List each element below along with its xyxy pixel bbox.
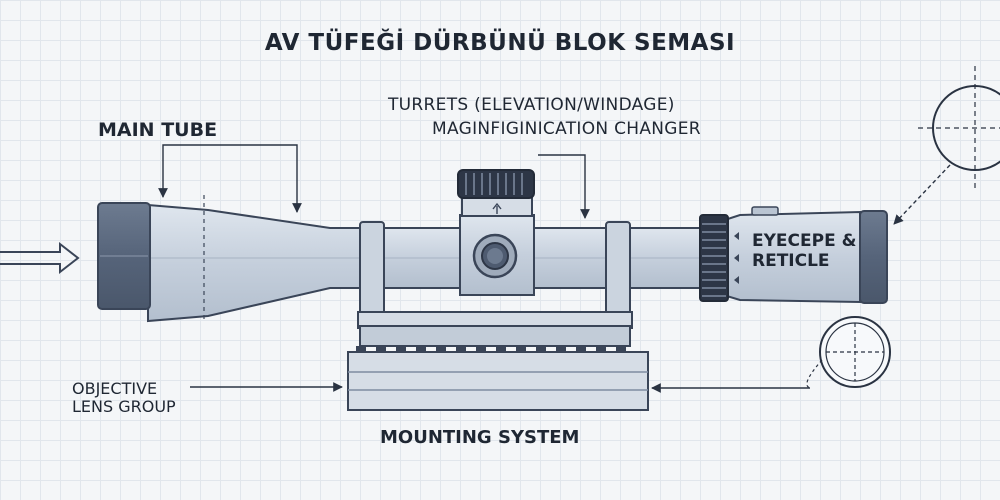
eyepiece-cap bbox=[859, 210, 888, 304]
reticle-detail-small bbox=[819, 316, 891, 388]
reticle-small-leader bbox=[806, 359, 823, 389]
objective-lens-group-label: OBJECTIVE LENS GROUP bbox=[72, 379, 176, 417]
eyepiece-reticle-label: EYECEPE & RETICLE bbox=[752, 231, 857, 271]
elevation-turret-knob bbox=[457, 169, 535, 199]
reticle-large-leader bbox=[893, 164, 951, 225]
main-tube-label: MAIN TUBE bbox=[98, 119, 218, 141]
magnification-ring bbox=[699, 214, 729, 302]
eyepiece-top-tab bbox=[751, 206, 779, 216]
eyepiece-adjust-arrows bbox=[734, 232, 739, 284]
reticle-detail-large bbox=[918, 66, 1000, 190]
diagram-title: AV TÜFEĞİ DÜRBÜNÜ BLOK SEMASI bbox=[264, 30, 736, 56]
magnification-leader bbox=[538, 154, 590, 219]
input-arrow bbox=[0, 241, 80, 275]
mounting-system-label: MOUNTING SYSTEM bbox=[380, 427, 580, 448]
magnification-changer-label: MAGINFIGINICATION CHANGER bbox=[432, 119, 701, 139]
picatinny-rail bbox=[347, 346, 649, 411]
mount-base bbox=[357, 311, 633, 347]
main-tube-leader bbox=[158, 144, 302, 213]
turrets-label: TURRETS (ELEVATION/WINDAGE) bbox=[388, 95, 675, 115]
turret-assembly bbox=[457, 169, 535, 296]
objective-bell bbox=[147, 195, 401, 323]
